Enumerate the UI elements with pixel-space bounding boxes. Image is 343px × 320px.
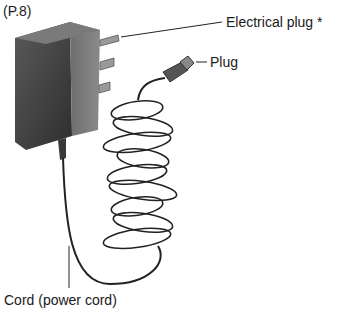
adapter-top bbox=[15, 22, 100, 44]
leader-line bbox=[196, 62, 207, 63]
cord-coil bbox=[102, 98, 178, 252]
dc-plug-tip bbox=[180, 56, 194, 70]
leader-line bbox=[69, 246, 70, 288]
coil-loop bbox=[112, 209, 174, 235]
page-reference: (P.8) bbox=[3, 3, 32, 19]
cord bbox=[138, 78, 165, 100]
prong bbox=[100, 58, 114, 70]
prong bbox=[99, 82, 110, 93]
cord bbox=[63, 158, 161, 284]
prong bbox=[100, 35, 119, 46]
coil-loop bbox=[112, 113, 174, 139]
strain-relief bbox=[58, 138, 66, 160]
coil-loop bbox=[102, 225, 172, 252]
part-label: Electrical plug * bbox=[226, 14, 323, 30]
part-label: Cord (power cord) bbox=[4, 292, 117, 308]
adapter-side bbox=[70, 22, 100, 136]
part-label: Plug bbox=[210, 54, 238, 70]
coil-loop bbox=[106, 161, 168, 187]
coil-loop bbox=[102, 129, 172, 156]
leader-line bbox=[121, 22, 222, 37]
coil-loop bbox=[108, 177, 178, 204]
